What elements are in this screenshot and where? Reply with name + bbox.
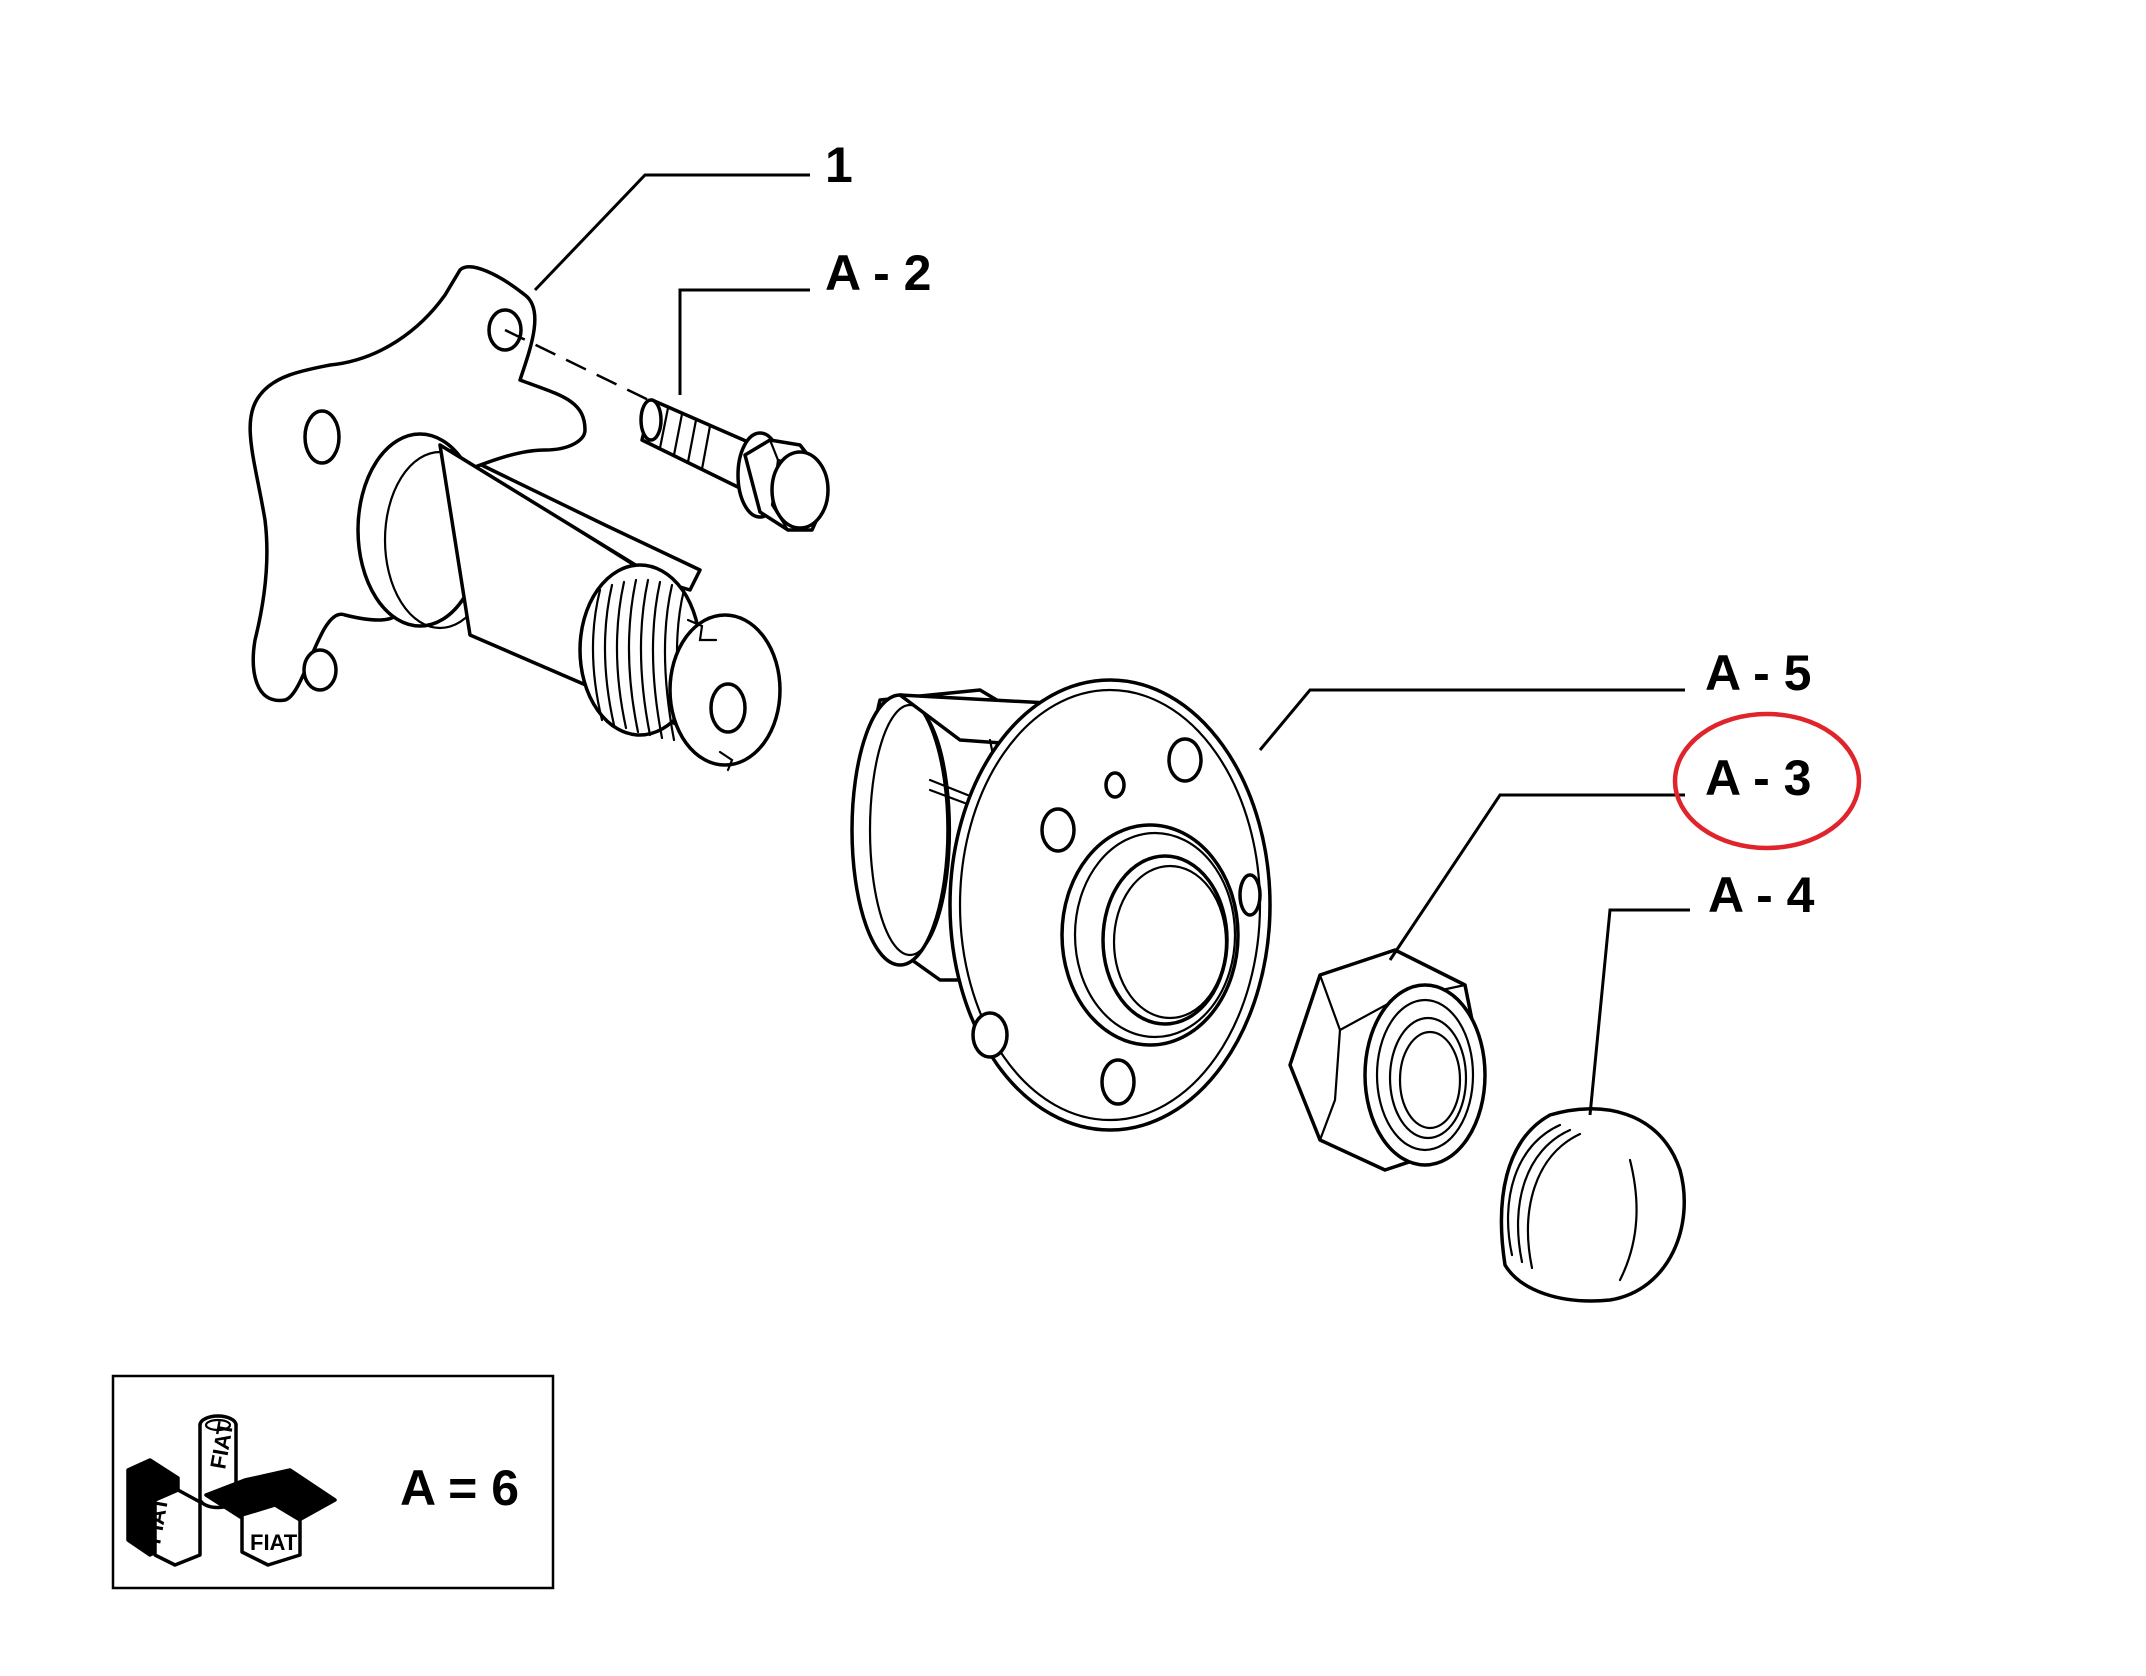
callout-a2: A - 2 xyxy=(825,245,932,301)
leader-lines xyxy=(533,173,1690,1116)
callout-1: 1 xyxy=(825,137,853,193)
callout-a3: A - 3 xyxy=(1705,750,1812,806)
quantity-legend: FIAT FIAT FIAT A = 6 xyxy=(111,1374,555,1590)
legend-quantity: A = 6 xyxy=(400,1460,519,1516)
highlight-ring xyxy=(1672,711,1862,851)
part-stub-axle xyxy=(248,265,782,772)
callout-a4: A - 4 xyxy=(1708,867,1815,923)
fiat-kit-logo: FIAT FIAT FIAT xyxy=(126,1414,337,1567)
part-hex-nut xyxy=(1288,948,1487,1172)
part-bolt xyxy=(504,328,830,532)
part-wheel-hub xyxy=(850,678,1272,1132)
part-dust-cap xyxy=(1499,1107,1686,1303)
callout-a5: A - 5 xyxy=(1705,645,1812,701)
logo-label-right: FIAT xyxy=(250,1530,298,1555)
